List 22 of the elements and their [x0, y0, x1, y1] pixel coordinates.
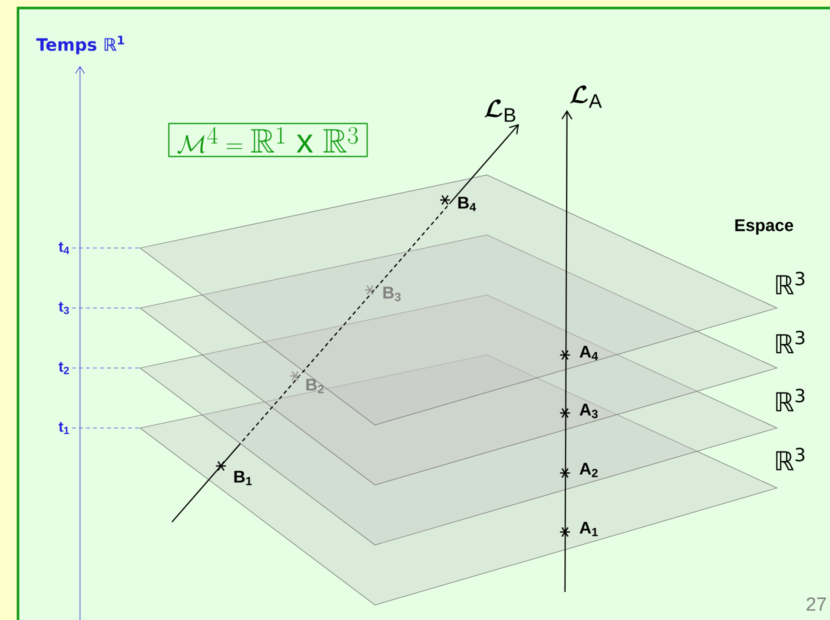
- point-label: B$_{2}$: [306, 378, 324, 394]
- time-label: t$_{2}$: [58, 362, 69, 374]
- point-label: B$_{1}$: [234, 470, 252, 486]
- time-label: t$_{4}$: [58, 242, 70, 254]
- point-label: B$_{3}$: [383, 286, 401, 302]
- point-label: A$_{3}$: [580, 404, 598, 418]
- worldline-label: $\boldsymbol{\mathcal{L}}_{\mathrm{B}}$: [484, 99, 516, 122]
- point-label: A$_{2}$: [580, 462, 598, 478]
- space-label: ℝ$^{3}$: [776, 330, 804, 354]
- worldline-label: $\boldsymbol{\mathcal{L}}_{\mathrm{A}}$: [570, 85, 602, 108]
- axis-label: Espace: [735, 219, 794, 235]
- space-label: ℝ$^{3}$: [776, 388, 804, 412]
- time-label: t$_{3}$: [58, 302, 69, 314]
- point-label: B$_{4}$: [458, 196, 476, 212]
- point-label: A$_{4}$: [580, 346, 598, 360]
- axis-label: Temps ℝ$^{1}$: [36, 36, 124, 54]
- point-label: A$_{1}$: [580, 522, 598, 536]
- formula-box: $\mathcal{M}^{4}=\mathbb{R}^{1}\ \mathrm{x}\ \mathbb{R}^{3}$: [168, 122, 368, 158]
- page-number: 27: [806, 597, 826, 611]
- space-label: ℝ$^{3}$: [776, 272, 804, 294]
- time-label: t$_{1}$: [58, 422, 69, 434]
- space-label: ℝ$^{3}$: [776, 448, 804, 470]
